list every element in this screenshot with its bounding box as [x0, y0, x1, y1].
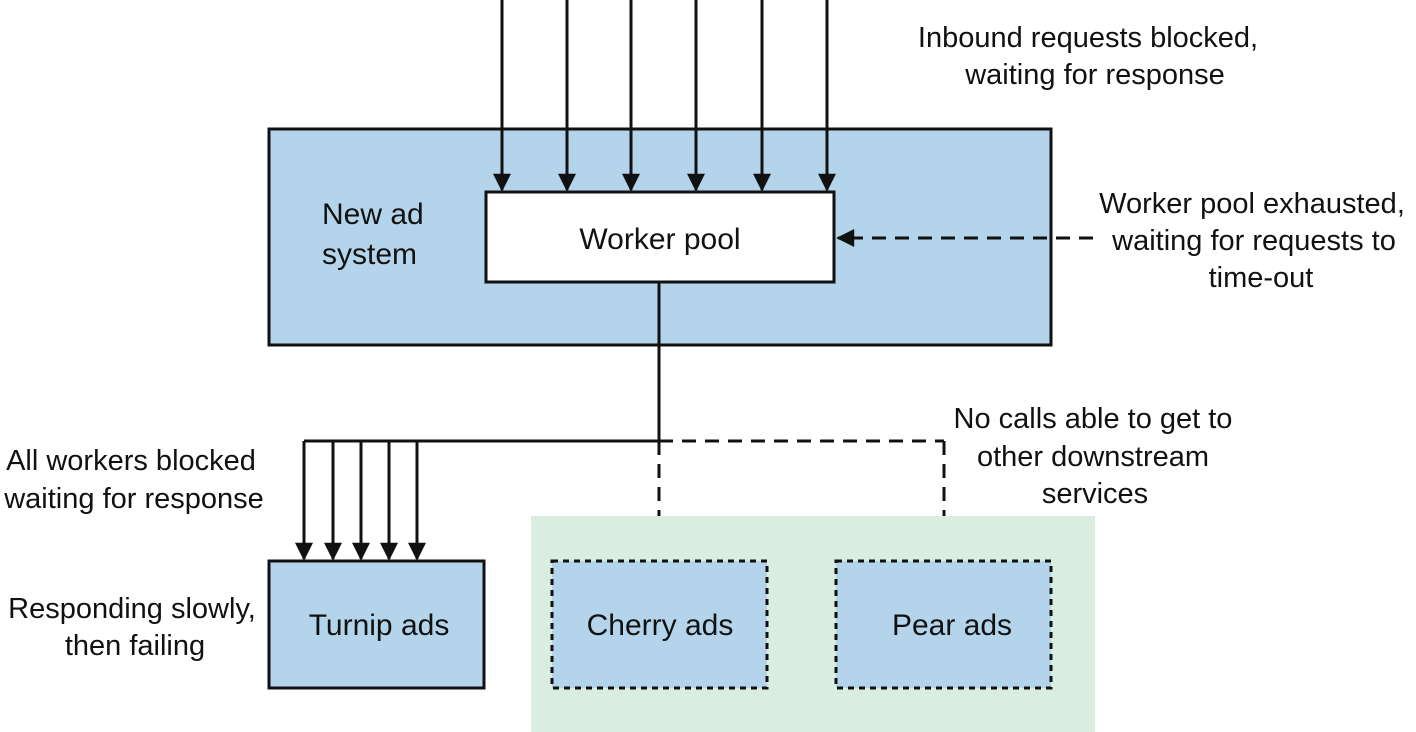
exhausted-annotation-line3: time-out	[1209, 262, 1314, 294]
no-calls-annotation-line1: No calls able to get to	[954, 403, 1233, 435]
inbound-request-arrows	[493, 0, 836, 192]
pear-ads-box	[834, 559, 1053, 690]
workers-blocked-annotation-line1: All workers blocked	[6, 445, 256, 477]
cherry-ads-label: Cherry ads	[587, 609, 734, 642]
turnip-call-arrows	[295, 441, 426, 561]
system-label-line1: New ad	[322, 198, 424, 231]
no-calls-annotation-line3: services	[1042, 478, 1148, 510]
inbound-annotation-line1: Inbound requests blocked,	[918, 22, 1258, 54]
responding-annotation-line2: then failing	[65, 630, 205, 662]
exhausted-annotation-line1: Worker pool exhausted,	[1099, 188, 1405, 220]
cherry-ads-box	[550, 559, 769, 690]
responding-annotation-line1: Responding slowly,	[8, 593, 256, 625]
exhausted-annotation-line2: waiting for requests to	[1111, 225, 1396, 257]
turnip-ads-box	[267, 559, 486, 690]
worker-pool-box	[484, 190, 836, 284]
inbound-annotation-line2: waiting for response	[964, 59, 1225, 91]
turnip-ads-label: Turnip ads	[309, 609, 450, 642]
pear-ads-label: Pear ads	[892, 609, 1012, 642]
workers-blocked-annotation-line2: waiting for response	[3, 483, 264, 515]
system-label-line2: system	[322, 238, 417, 271]
worker-pool-label: Worker pool	[579, 223, 740, 256]
no-calls-annotation-line2: other downstream	[977, 441, 1209, 473]
